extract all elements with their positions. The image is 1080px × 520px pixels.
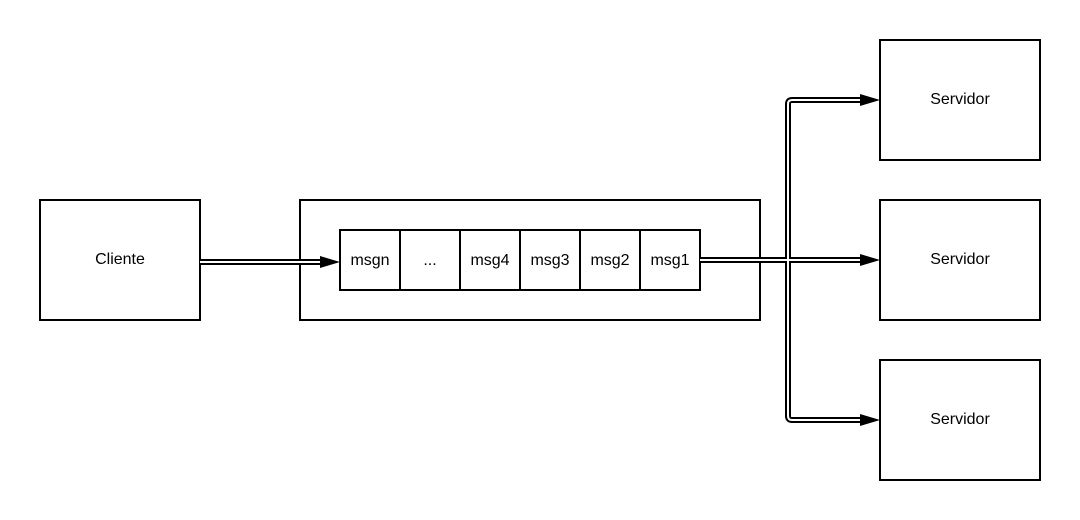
queue-cell-box: [639, 229, 701, 291]
queue-cell: msgn: [339, 229, 401, 291]
client-node: Cliente: [39, 199, 201, 321]
server-label-2: Servidor: [930, 251, 990, 268]
queue-cells: msgn... msg4 msg3 msg2 msg1: [339, 229, 701, 291]
queue-cell-label: msg4: [470, 252, 509, 269]
arrowhead-icon: [320, 256, 340, 268]
queue-cell: msg3: [519, 229, 581, 291]
client-to-queue-connector: [200, 256, 340, 268]
queue-cell-label: ...: [423, 252, 436, 269]
server-box-2: [879, 199, 1041, 321]
arrowhead-icon: [860, 94, 880, 106]
server-node-3: Servidor: [879, 359, 1041, 481]
client-box: [39, 199, 201, 321]
queue-cell: ...: [399, 229, 461, 291]
arrowhead-icon: [860, 254, 880, 266]
queue-cell-label: msg3: [530, 252, 569, 269]
queue-cell-box: [579, 229, 641, 291]
server-node-2: Servidor: [879, 199, 1041, 321]
queue-cell-box: [519, 229, 581, 291]
queue-cell: msg1: [639, 229, 701, 291]
queue-cell-box: [459, 229, 521, 291]
arrowhead-icon: [860, 414, 880, 426]
queue-cell-label: msgn: [350, 252, 389, 269]
server-label-1: Servidor: [930, 91, 990, 108]
queue-cell-label: msg2: [590, 252, 629, 269]
server-box-3: [879, 359, 1041, 481]
queue-cell-label: msg1: [650, 252, 689, 269]
queue-cell-box: [339, 229, 401, 291]
queue-cell: msg4: [459, 229, 521, 291]
client-label: Cliente: [95, 251, 145, 268]
server-node-1: Servidor: [879, 39, 1041, 161]
queue-to-servers-connector: [700, 94, 880, 426]
server-label-3: Servidor: [930, 411, 990, 428]
queue-cell: msg2: [579, 229, 641, 291]
